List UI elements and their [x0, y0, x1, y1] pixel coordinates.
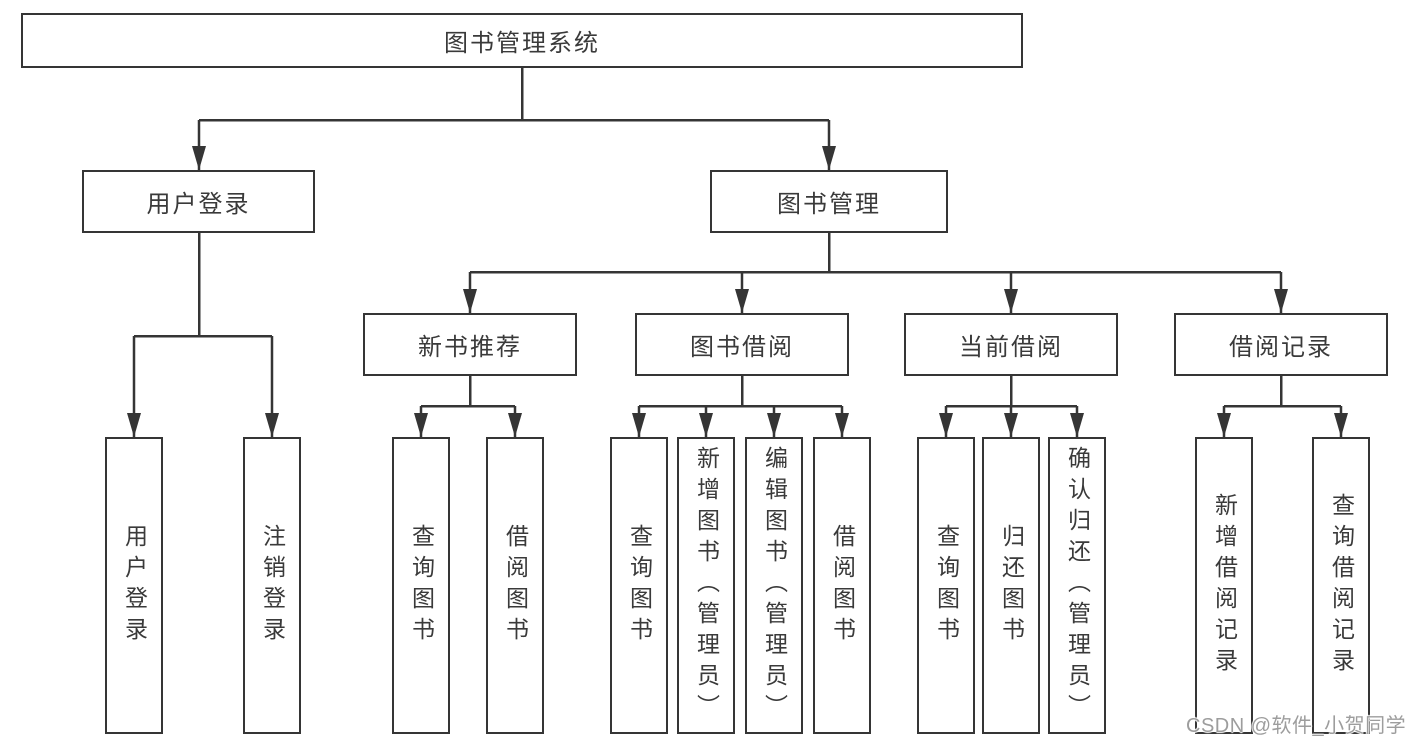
node-label: 当前借阅	[959, 334, 1063, 361]
leaf-borrow-books-recommend: 借阅图书	[486, 437, 544, 734]
leaf-query-books-borrow: 查询图书	[610, 437, 668, 734]
leaf-logout: 注销登录	[243, 437, 301, 734]
leaf-query-books-recommend: 查询图书	[392, 437, 450, 734]
node-book-borrowing: 图书借阅	[635, 313, 849, 376]
node-label: 新书推荐	[418, 334, 522, 361]
node-new-book-recommendation: 新书推荐	[363, 313, 577, 376]
leaf-confirm-return-admin: 确认归还（管理员）	[1048, 437, 1106, 734]
node-label: 借阅记录	[1229, 334, 1333, 361]
leaf-label: 编辑图书（管理员）	[761, 446, 788, 725]
leaf-add-book-admin: 新增图书（管理员）	[677, 437, 735, 734]
leaf-borrow-books: 借阅图书	[813, 437, 871, 734]
leaf-return-books: 归还图书	[982, 437, 1040, 734]
node-borrowing-records: 借阅记录	[1174, 313, 1388, 376]
leaf-label: 查询图书	[626, 523, 653, 648]
connector-stems	[134, 68, 1341, 408]
node-book-management: 图书管理	[710, 170, 948, 233]
node-label: 图书管理	[777, 191, 881, 218]
node-label: 图书借阅	[690, 334, 794, 361]
leaf-label: 注销登录	[259, 523, 286, 648]
leaf-label: 归还图书	[998, 523, 1025, 648]
node-root: 图书管理系统	[21, 13, 1023, 68]
node-label: 图书管理系统	[444, 30, 600, 57]
node-label: 用户登录	[146, 191, 251, 218]
leaf-query-books-current: 查询图书	[917, 437, 975, 734]
csdn-watermark: CSDN @软件_小贺同学	[1186, 715, 1405, 737]
node-user-login: 用户登录	[82, 170, 315, 233]
connector-arrows	[127, 120, 1348, 437]
leaf-label: 借阅图书	[829, 523, 856, 648]
node-current-borrowing: 当前借阅	[904, 313, 1118, 376]
leaf-label: 用户登录	[121, 523, 148, 648]
leaf-label: 借阅图书	[502, 523, 529, 648]
leaf-add-borrow-record: 新增借阅记录	[1195, 437, 1253, 734]
leaf-edit-book-admin: 编辑图书（管理员）	[745, 437, 803, 734]
leaf-label: 查询图书	[933, 523, 960, 648]
leaf-label: 新增图书（管理员）	[693, 446, 720, 725]
leaf-query-borrow-record: 查询借阅记录	[1312, 437, 1370, 734]
leaf-label: 确认归还（管理员）	[1064, 446, 1091, 725]
leaf-label: 查询图书	[408, 523, 435, 648]
leaf-label: 新增借阅记录	[1211, 492, 1238, 679]
leaf-label: 查询借阅记录	[1328, 492, 1355, 679]
leaf-user-login: 用户登录	[105, 437, 163, 734]
